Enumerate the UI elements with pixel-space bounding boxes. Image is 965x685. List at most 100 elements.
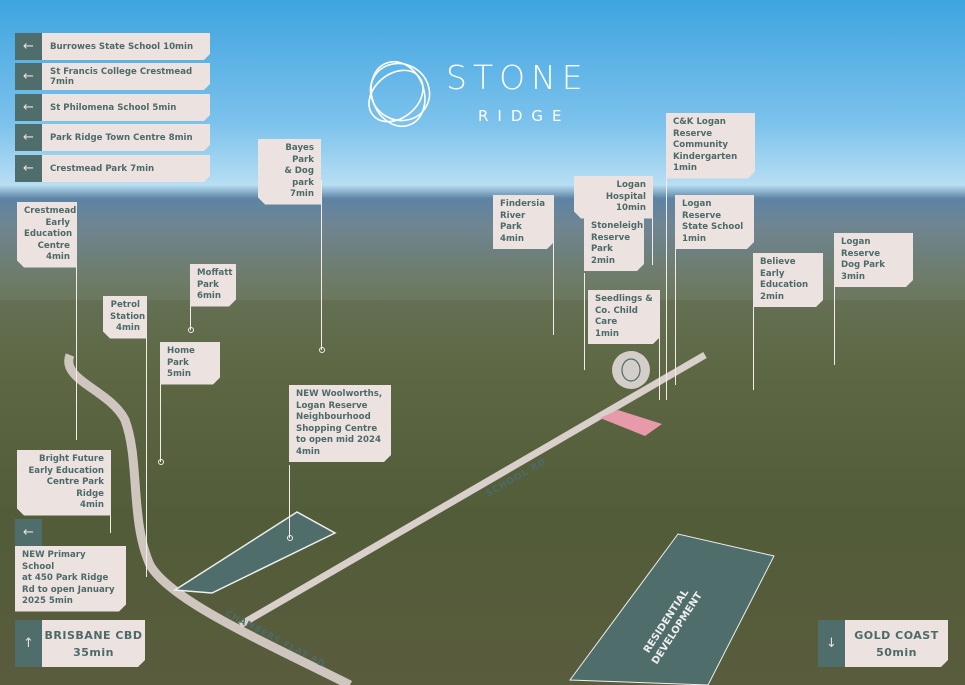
label-line-text: C&K Logan (673, 117, 726, 127)
label-line-text: Neighbourhood (296, 412, 371, 422)
nav-item-st-philomena[interactable]: ←St Philomena School 5min (15, 94, 210, 121)
label-line-text: 10min (616, 203, 646, 213)
logo-subtext: RIDGE (478, 107, 571, 125)
label-line-text: Community (673, 140, 729, 150)
arrow-left-icon: ← (15, 33, 42, 60)
label-line-text: Education (760, 280, 809, 290)
arrow-left-icon: ← (15, 155, 42, 182)
school-road (238, 351, 707, 629)
leader-line (666, 178, 668, 400)
label-line-text: Petrol (110, 300, 140, 310)
label-line-text: State School (682, 222, 744, 232)
label-line-text: 3min (841, 271, 865, 282)
label-line-text: Reserve (673, 128, 713, 139)
pin-dot (286, 535, 293, 541)
leader-line (753, 295, 755, 390)
label-line-text: 1min (595, 328, 619, 339)
label-line-text: at 450 Park Ridge (22, 573, 109, 583)
label-line-text: Co. Child Care (595, 305, 638, 327)
nav-label: Burrowes State School 10min (42, 33, 210, 60)
arrow-down-icon: ↓ (818, 620, 845, 667)
label-line-text: Logan Reserve (682, 199, 722, 221)
label-line-text: 2025 5min (22, 596, 73, 606)
label-line-text: 1min (682, 233, 706, 244)
leader-line (190, 305, 192, 330)
label-line-text: 7min (290, 189, 314, 199)
label-line-text: Believe Early (760, 257, 796, 279)
nav-item-park-ridge[interactable]: ←Park Ridge Town Centre 8min (15, 124, 210, 151)
destination-gold-coast[interactable]: ↓ GOLD COAST 50min (818, 620, 948, 667)
arrow-left-icon: ← (15, 63, 42, 90)
label-line-text: 4min (500, 233, 524, 244)
nav-label: Park Ridge Town Centre 8min (42, 124, 210, 151)
site-marker-logo-icon (621, 358, 641, 382)
label-line-text: 4min (296, 446, 320, 457)
label-line-text: Dog Park (841, 260, 886, 270)
leader-line (321, 180, 323, 350)
leader-line (110, 503, 112, 533)
logo-rings-icon (368, 60, 431, 128)
destination-name: GOLD COAST (854, 628, 939, 642)
chambers-flat-road (64, 353, 353, 685)
arrow-left-icon: ← (15, 94, 42, 121)
label-line-text: Logan Reserve (296, 400, 368, 411)
label-line-text: Bright Future (39, 454, 104, 464)
label-line-text: Logan Reserve (841, 237, 881, 259)
woolworths-site (172, 511, 337, 594)
label-line-text: 5min (167, 369, 191, 379)
label-line-text: NEW Woolworths, (296, 389, 383, 399)
leader-line (160, 372, 162, 462)
nav-item-burrowes[interactable]: ←Burrowes State School 10min (15, 33, 210, 60)
label-line-text: & Dog park (284, 166, 314, 188)
label-line-text: Seedlings & (595, 294, 653, 304)
label-line-text: 4min (46, 252, 70, 262)
label-line-text: Station (110, 311, 146, 322)
nav-label: Crestmead Park 7min (42, 155, 210, 182)
label-line-text: Early (45, 217, 70, 228)
logo-wordmark: STONE (446, 58, 589, 97)
destination-name: BRISBANE CBD (44, 628, 143, 642)
label-line-text: 4min (116, 323, 140, 333)
label-line-text: to open mid 2024 (296, 435, 381, 445)
label-line-text: Findersia (500, 199, 546, 209)
label-line-text: Kindergarten (673, 151, 738, 162)
nav-item-crestmead-park[interactable]: ←Crestmead Park 7min (15, 155, 210, 182)
label-line-text: River Park (500, 210, 526, 232)
site-marker-icon (612, 351, 650, 389)
label-line-text: 2min (591, 255, 615, 266)
leader-line (675, 238, 677, 385)
destination-time: 50min (876, 645, 917, 659)
label-line-text: 2min (760, 291, 784, 302)
arrow-up-icon: ↑ (15, 620, 42, 667)
label-line-text: Logan Hospital (605, 180, 646, 202)
label-line-text: Home Park (167, 346, 195, 368)
leader-line (652, 207, 654, 265)
destination-brisbane-cbd[interactable]: ↑ BRISBANE CBD 35min (15, 620, 145, 667)
leader-line (146, 337, 148, 577)
leader-line (584, 273, 586, 370)
label-line-text: Centre (37, 240, 70, 251)
destination-time: 35min (73, 645, 114, 659)
label-line-text: Crestmead (24, 206, 77, 216)
label-line-text: Moffatt (197, 268, 233, 278)
label-line-text: Bayes Park (285, 143, 314, 165)
label-line-text: NEW Primary School (22, 550, 86, 572)
label-line-text: Education (24, 229, 73, 239)
nav-item-st-francis[interactable]: ←St Francis College Crestmead 7min (15, 63, 210, 90)
arrow-left-icon[interactable]: ← (15, 519, 42, 546)
label-line-text: Early Education (28, 465, 104, 476)
leader-line (289, 465, 291, 538)
